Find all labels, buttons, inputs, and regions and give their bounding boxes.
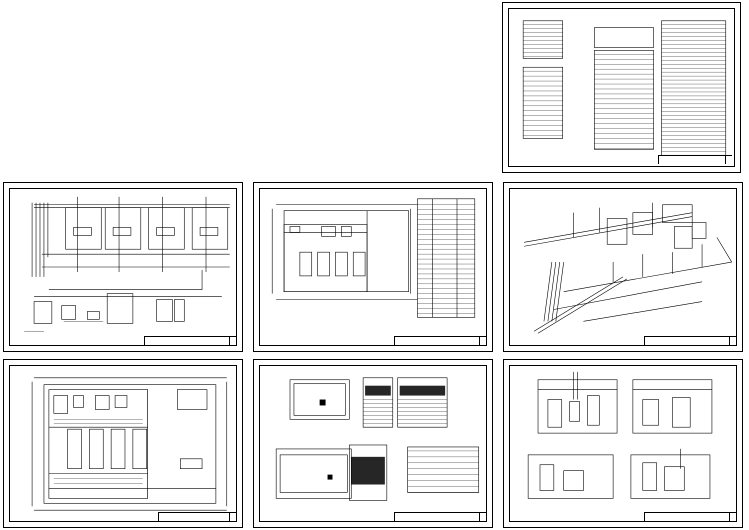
system-diagram-drawing bbox=[24, 196, 230, 332]
sheet-equipment-plan[interactable] bbox=[253, 182, 493, 352]
sheet-number bbox=[479, 513, 483, 521]
title-block bbox=[658, 155, 732, 164]
sheet-foundation-frame bbox=[259, 365, 487, 522]
sheet-iso-frame bbox=[509, 188, 737, 346]
title-block bbox=[644, 512, 736, 521]
foundation-plans-drawing bbox=[275, 377, 480, 501]
sheet-layout-frame bbox=[9, 365, 237, 522]
sheet-cover[interactable] bbox=[502, 2, 741, 173]
sheet-number bbox=[229, 513, 233, 521]
title-block bbox=[394, 336, 486, 345]
sheet-plan-frame bbox=[259, 188, 487, 346]
sheet-sections-frame bbox=[509, 365, 737, 522]
sheet-number bbox=[729, 337, 733, 345]
isometric-piping-drawing bbox=[524, 202, 732, 334]
sheet-system-frame bbox=[9, 188, 237, 346]
sheet-system-diagram[interactable] bbox=[3, 182, 243, 352]
title-block bbox=[144, 336, 236, 345]
sheet-number bbox=[729, 513, 733, 521]
title-block bbox=[158, 512, 236, 521]
cover-tables-drawing bbox=[522, 20, 727, 160]
sheet-foundation-plans[interactable] bbox=[253, 359, 493, 528]
sheet-number bbox=[479, 337, 483, 345]
sheet-cover-frame bbox=[508, 8, 735, 167]
title-block bbox=[394, 512, 486, 521]
layout-plan-drawing bbox=[31, 377, 228, 511]
sheet-sections[interactable] bbox=[503, 359, 743, 528]
sheet-layout-plan[interactable] bbox=[3, 359, 243, 528]
sheet-number bbox=[229, 337, 233, 345]
sections-drawing bbox=[527, 371, 713, 499]
title-block bbox=[644, 336, 736, 345]
sheet-number bbox=[725, 156, 729, 164]
sheet-isometric-piping[interactable] bbox=[503, 182, 743, 352]
equipment-plan-drawing bbox=[271, 198, 476, 318]
